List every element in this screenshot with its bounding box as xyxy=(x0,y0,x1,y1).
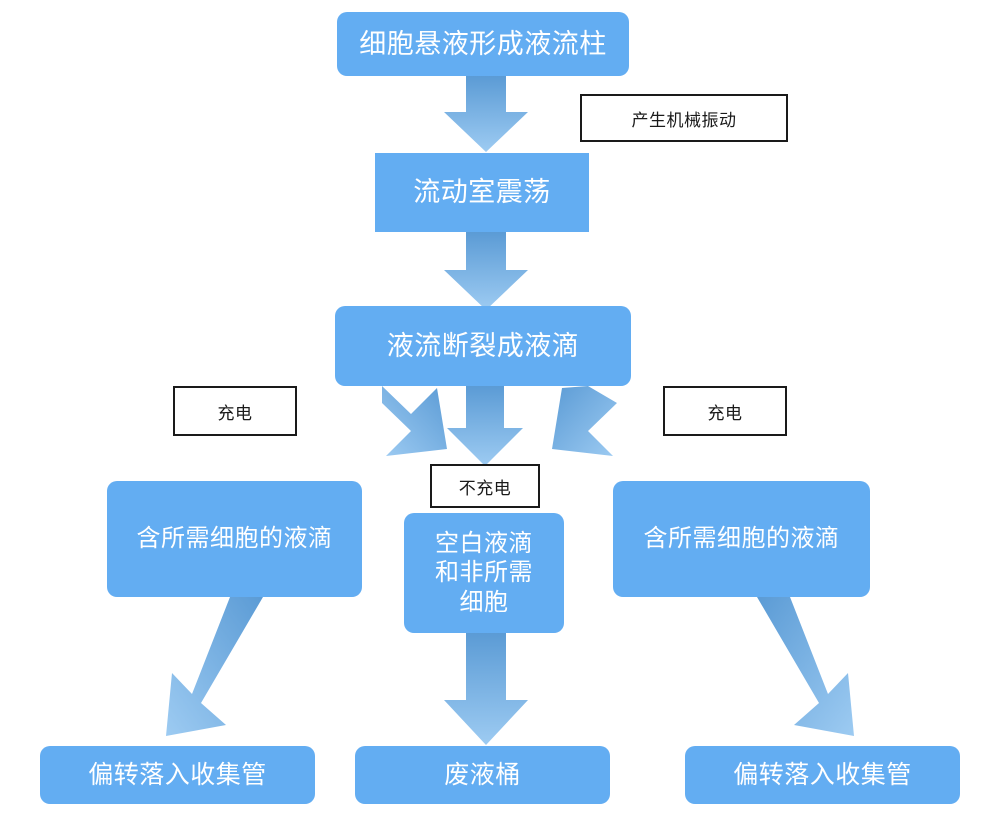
label-no-charge[interactable]: 不充电 xyxy=(430,464,540,508)
node-middle-blank[interactable]: 空白液滴 和非所需 细胞 xyxy=(404,513,564,633)
arrow-left-to-collect xyxy=(166,597,263,736)
arrow-middle-to-waste xyxy=(444,633,528,745)
label-vibration[interactable]: 产生机械振动 xyxy=(580,94,788,142)
node-oscillate[interactable]: 流动室震荡 xyxy=(375,153,589,232)
label-charge-left[interactable]: 充电 xyxy=(173,386,297,436)
node-right-wanted[interactable]: 含所需细胞的液滴 xyxy=(613,481,870,597)
arrow-droplets-to-left xyxy=(382,386,447,456)
node-left-collect[interactable]: 偏转落入收集管 xyxy=(40,746,315,804)
node-right-collect[interactable]: 偏转落入收集管 xyxy=(685,746,960,804)
node-waste[interactable]: 废液桶 xyxy=(355,746,610,804)
node-left-wanted[interactable]: 含所需细胞的液滴 xyxy=(107,481,362,597)
arrow-right-to-collect xyxy=(757,597,854,736)
arrow-stream-to-oscillate xyxy=(444,76,528,152)
node-stream[interactable]: 细胞悬液形成液流柱 xyxy=(337,12,629,76)
label-charge-right[interactable]: 充电 xyxy=(663,386,787,436)
node-droplets[interactable]: 液流断裂成液滴 xyxy=(335,306,631,386)
arrow-droplets-to-right xyxy=(552,386,617,456)
arrow-oscillate-to-droplets xyxy=(444,232,528,310)
arrow-droplets-to-middle xyxy=(447,386,523,466)
